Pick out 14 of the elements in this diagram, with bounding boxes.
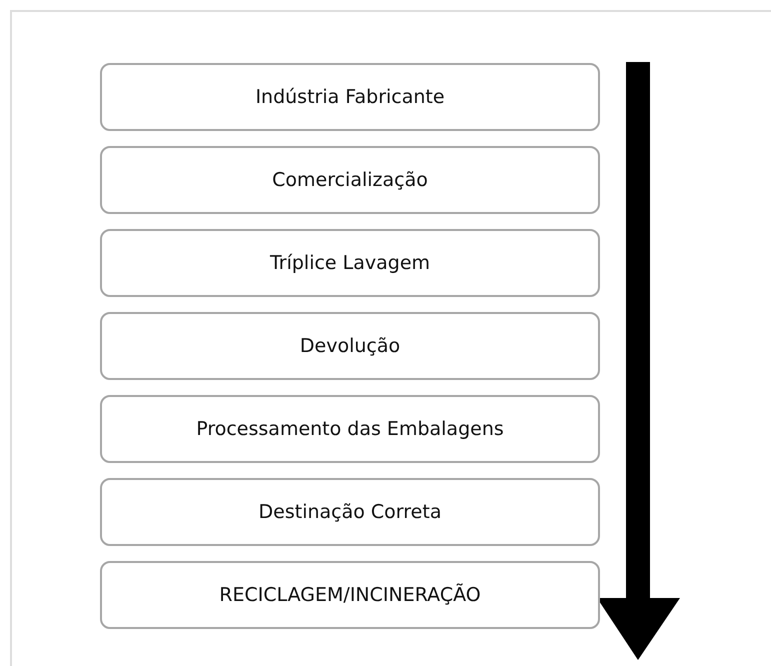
process-box [100, 63, 600, 131]
step-label: Processamento das Embalagens [196, 418, 504, 440]
process-box [100, 146, 600, 214]
step-label: Tríplice Lavagem [270, 252, 430, 274]
process-box [100, 395, 600, 463]
step-label: Comercialização [272, 169, 428, 191]
step-label: Devolução [300, 335, 400, 357]
process-box [100, 478, 600, 546]
process-box [100, 229, 600, 297]
step-label: Destinação Correta [258, 501, 442, 523]
step-label: Indústria Fabricante [255, 86, 445, 108]
step-label: RECICLAGEM/INCINERAÇÃO [219, 584, 481, 606]
process-box [100, 561, 600, 629]
process-box [100, 312, 600, 380]
